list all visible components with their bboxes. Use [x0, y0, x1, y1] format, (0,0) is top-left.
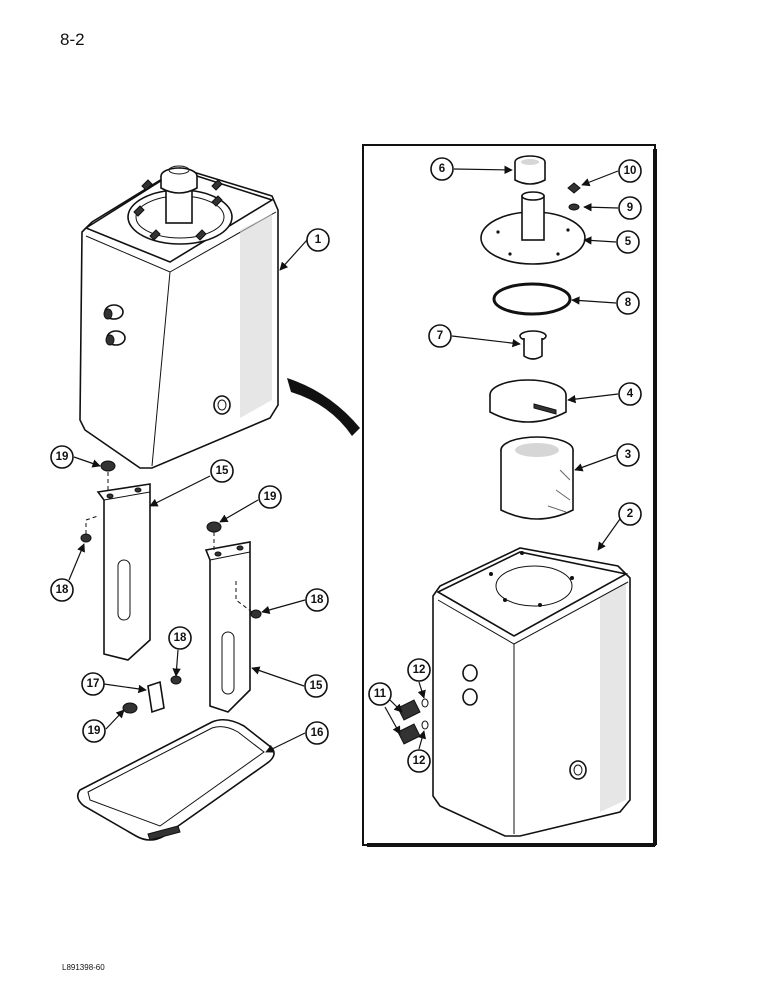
svg-text:19: 19 — [264, 491, 277, 503]
svg-text:7: 7 — [437, 330, 443, 342]
svg-text:18: 18 — [56, 584, 69, 596]
callout-18-left: 18 — [50, 578, 74, 602]
svg-text:5: 5 — [625, 236, 632, 248]
washer-9 — [568, 203, 580, 211]
nut-19-upper — [100, 460, 116, 472]
detail-pointer-arrow — [287, 378, 360, 436]
callout-12-lower: 12 — [407, 749, 431, 773]
figure-code: L891398-60 — [62, 963, 105, 972]
callout-16: 16 — [305, 721, 329, 745]
hold-down-strap — [76, 718, 275, 841]
callout-15-upper: 15 — [210, 459, 234, 483]
callout-4: 4 — [618, 382, 642, 406]
callout-19-lower: 19 — [82, 719, 106, 743]
svg-text:3: 3 — [625, 449, 631, 461]
svg-text:15: 15 — [216, 465, 229, 477]
callout-12-upper: 12 — [407, 658, 431, 682]
svg-text:16: 16 — [311, 727, 324, 739]
leader-lines — [68, 165, 621, 753]
page-number: 8-2 — [60, 30, 85, 49]
hydraulic-reservoir-assembly — [79, 165, 279, 469]
callout-9: 9 — [618, 196, 642, 220]
callout-18-lower: 18 — [168, 626, 192, 650]
svg-text:10: 10 — [624, 165, 637, 177]
sealing-washers — [421, 698, 429, 730]
bolt-18-lower — [170, 675, 182, 685]
o-ring — [492, 282, 572, 316]
svg-text:1: 1 — [315, 234, 322, 246]
svg-text:18: 18 — [311, 594, 324, 606]
callout-11: 11 — [368, 682, 392, 706]
callout-8: 8 — [616, 291, 640, 315]
callout-2: 2 — [618, 502, 642, 526]
callout-6: 6 — [430, 157, 454, 181]
bolt-18-right — [250, 609, 262, 619]
mounting-bracket-left — [96, 483, 151, 661]
mounting-bracket-right — [204, 541, 251, 713]
nut-19-lower — [122, 702, 138, 714]
callout-15-lower: 15 — [304, 674, 328, 698]
bolt-18-left — [80, 533, 92, 543]
svg-text:15: 15 — [310, 680, 323, 692]
elbow-fitting — [397, 699, 421, 745]
filter-cover — [489, 379, 567, 423]
callout-1: 1 — [306, 228, 330, 252]
svg-text:18: 18 — [174, 632, 187, 644]
callout-7: 7 — [428, 324, 452, 348]
svg-text:6: 6 — [439, 163, 445, 175]
svg-text:12: 12 — [413, 755, 426, 767]
filter-element — [500, 436, 574, 520]
svg-text:17: 17 — [87, 678, 100, 690]
svg-text:19: 19 — [88, 725, 101, 737]
svg-text:4: 4 — [627, 388, 634, 400]
svg-text:9: 9 — [627, 202, 633, 214]
reservoir-tank — [432, 547, 631, 837]
svg-text:11: 11 — [374, 688, 387, 700]
nut-19-middle — [206, 521, 222, 533]
callout-3: 3 — [616, 443, 640, 467]
callout-19-upper: 19 — [50, 445, 74, 469]
callout-19-middle: 19 — [258, 485, 282, 509]
svg-text:8: 8 — [625, 297, 632, 309]
svg-text:2: 2 — [627, 508, 633, 520]
callout-17: 17 — [81, 672, 105, 696]
callout-18-right: 18 — [305, 588, 329, 612]
svg-text:12: 12 — [413, 664, 426, 676]
cover-plate — [480, 191, 586, 265]
bushing — [519, 330, 547, 360]
clip-17 — [147, 680, 165, 714]
callout-5: 5 — [616, 230, 640, 254]
callout-10: 10 — [618, 159, 642, 183]
svg-text:19: 19 — [56, 451, 69, 463]
breather-cap — [514, 155, 546, 185]
wing-nut — [567, 182, 581, 194]
